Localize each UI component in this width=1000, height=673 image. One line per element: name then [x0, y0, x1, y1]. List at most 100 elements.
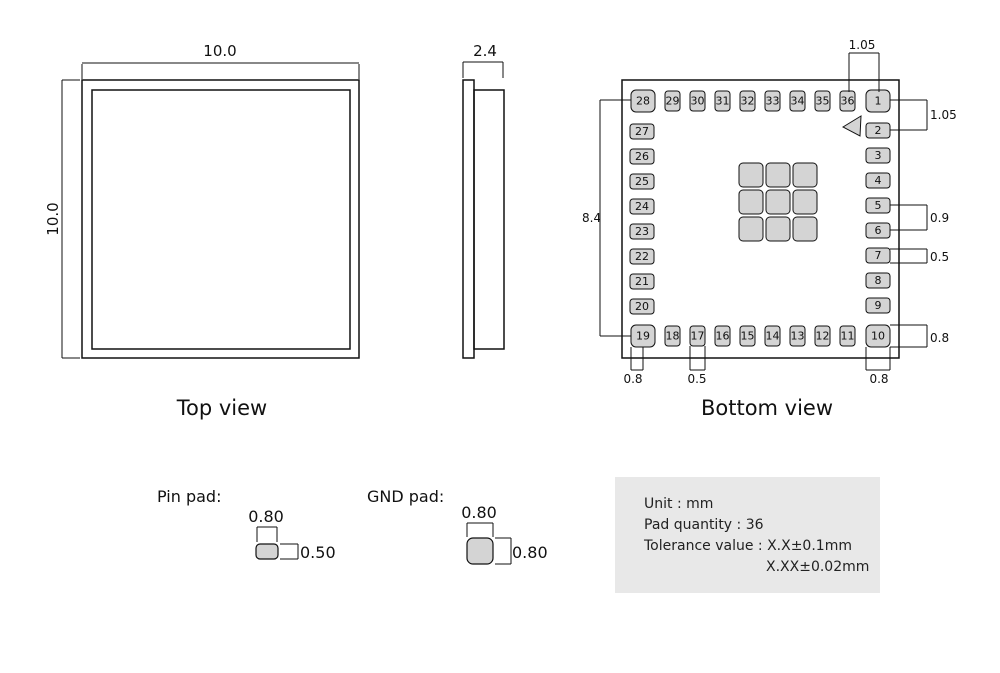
top-view-inner-outline	[91, 89, 351, 350]
pin-number: 19	[636, 330, 650, 343]
dim-corner-height	[890, 324, 928, 348]
dim-bottom-pin-width-label: 0.5	[687, 372, 706, 386]
pin-number: 5	[875, 199, 882, 212]
gnd-pad-legend: GND pad: 0.80 0.80	[367, 487, 548, 565]
pin-pad	[629, 123, 655, 140]
top-view-caption: Top view	[176, 396, 267, 420]
gnd-pad	[765, 216, 791, 242]
bottom-view-caption: Bottom view	[701, 396, 833, 420]
pin-pad	[629, 248, 655, 265]
dim-corner-right-label: 0.8	[869, 372, 888, 386]
gnd-pad-height-label: 0.80	[512, 543, 548, 562]
bottom-view-outline	[621, 79, 900, 359]
pin-number: 33	[766, 95, 780, 108]
dim-bottom-pin-width	[689, 346, 706, 371]
dim-span	[599, 99, 631, 337]
pin-number: 1	[875, 95, 882, 108]
side-view: 2.4	[462, 42, 505, 359]
pin-pad	[865, 172, 891, 189]
pin-number: 3	[875, 149, 882, 162]
pin-pad	[764, 325, 781, 347]
pin-pad	[865, 297, 891, 314]
pin-number: 34	[791, 95, 805, 108]
pin-number: 15	[741, 330, 755, 343]
side-view-shield	[473, 89, 505, 350]
gnd-pad-label: GND pad:	[367, 487, 444, 506]
left-pin-column: 27 26 25 24 23 22 21 20	[629, 123, 655, 315]
pin-number: 20	[635, 300, 649, 313]
pin-pad	[689, 325, 706, 347]
top-view-outer-outline	[81, 79, 360, 359]
pin-pad	[839, 325, 856, 347]
right-pin-column: 2 3 4 5 6 7 8 9	[865, 122, 891, 314]
gnd-pad	[765, 162, 791, 188]
dim-pitch-right-label: 1.05	[930, 108, 957, 122]
top-view-height-label: 10.0	[44, 202, 62, 235]
pin-number: 11	[841, 330, 855, 343]
pin-pad-legend: Pin pad: 0.80 0.50	[157, 487, 336, 562]
pin-pad	[814, 325, 831, 347]
pin-number: 4	[875, 174, 882, 187]
pin-number: 35	[816, 95, 830, 108]
dim-pin-width	[890, 248, 928, 264]
pin-number: 21	[635, 275, 649, 288]
info-pad-quantity: Pad quantity : 36	[644, 517, 764, 533]
info-tolerance-2: X.XX±0.02mm	[766, 559, 870, 575]
pin-number: 23	[635, 225, 649, 238]
dim-span-label: 8.4	[582, 211, 601, 225]
pin-pad	[739, 325, 756, 347]
dim-pin-pitch	[890, 204, 928, 231]
info-unit: Unit : mm	[644, 496, 714, 512]
side-view-thickness-label: 2.4	[473, 42, 497, 60]
top-view: 10.0 10.0 Top view	[44, 42, 360, 420]
pin-pad-label: Pin pad:	[157, 487, 221, 506]
dim-corner-right	[865, 347, 891, 371]
pin-pad	[739, 90, 756, 112]
pin-number: 17	[691, 330, 705, 343]
pin-pad	[714, 90, 731, 112]
pin-number: 16	[716, 330, 730, 343]
gnd-pad	[765, 189, 791, 215]
dim-pitch-right	[890, 99, 928, 131]
pin-number: 24	[635, 200, 649, 213]
pin-pad	[789, 90, 806, 112]
pin-pad	[664, 90, 681, 112]
pin-pad	[814, 90, 831, 112]
pin-number: 31	[716, 95, 730, 108]
pin-pad	[664, 325, 681, 347]
pin-pad	[865, 147, 891, 164]
dim-pitch-top-label: 1.05	[849, 38, 876, 52]
bottom-pin-row: 19 18 17 16 15 14 13 12 11 10	[630, 324, 891, 348]
pin-number: 30	[691, 95, 705, 108]
pin-pad	[629, 273, 655, 290]
pin-pad	[839, 90, 856, 112]
pin-number: 2	[875, 124, 882, 137]
side-view-body	[462, 79, 475, 359]
dim-corner-height-label: 0.8	[930, 331, 949, 345]
pin-pad	[630, 89, 656, 113]
gnd-pad	[738, 189, 764, 215]
pin-pad	[865, 324, 891, 348]
pin-number: 22	[635, 250, 649, 263]
gnd-pad-grid	[738, 162, 818, 242]
pin-number: 26	[635, 150, 649, 163]
gnd-pad	[792, 162, 818, 188]
pin-pad	[865, 89, 891, 113]
bottom-view: 28 29 30 31 32 33 34 35 36 1 27 26	[582, 38, 957, 420]
pin-pad	[689, 90, 706, 112]
pin-number: 18	[666, 330, 680, 343]
pin-pad-sample	[255, 543, 279, 560]
dim-corner-left	[630, 347, 644, 371]
pin-pad	[629, 148, 655, 165]
pin-number: 9	[875, 299, 882, 312]
top-view-width-label: 10.0	[203, 42, 236, 60]
gnd-pad-sample	[466, 537, 494, 565]
pin-pad	[714, 325, 731, 347]
pin-number: 8	[875, 274, 882, 287]
pin-pad	[865, 247, 891, 264]
pin-pad	[789, 325, 806, 347]
gnd-pad	[738, 162, 764, 188]
pin-number: 36	[841, 95, 855, 108]
top-pin-row: 28 29 30 31 32 33 34 35 36 1	[630, 89, 891, 113]
